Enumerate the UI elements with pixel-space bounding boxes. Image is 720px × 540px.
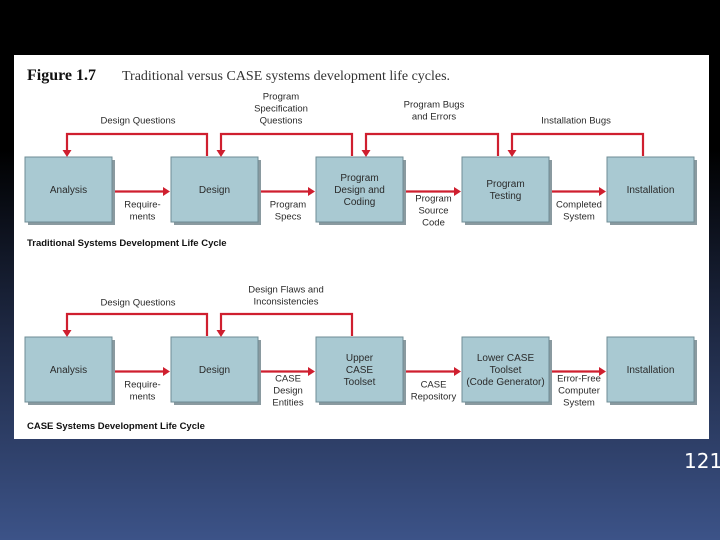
traditional-feedback-arrow xyxy=(219,132,354,156)
figure-number: Figure 1.7 xyxy=(27,67,96,84)
traditional-stage-box xyxy=(461,156,550,223)
case-stage-label: Design xyxy=(199,365,230,376)
traditional-forward-label: Require-ments xyxy=(124,200,160,223)
case-stage-box xyxy=(315,336,404,403)
case-forward-label: Require-ments xyxy=(124,380,160,403)
traditional-feedback-arrow xyxy=(65,132,209,156)
case-cycle-caption: CASE Systems Development Life Cycle xyxy=(27,421,205,432)
traditional-stage-box xyxy=(315,156,404,223)
traditional-feedback-arrowhead xyxy=(62,150,72,157)
case-stage-box xyxy=(461,336,550,403)
case-feedback-arrow xyxy=(65,312,209,336)
case-feedback-arrowhead xyxy=(62,330,72,337)
case-stage-box xyxy=(170,336,259,403)
traditional-feedback-arrowhead xyxy=(361,150,371,157)
traditional-cycle-caption: Traditional Systems Development Life Cyc… xyxy=(27,238,227,249)
traditional-stage-box xyxy=(606,156,695,223)
traditional-forward-arrowhead xyxy=(454,187,461,196)
figure-title: Traditional versus CASE systems developm… xyxy=(122,69,450,84)
traditional-stage-box xyxy=(24,156,113,223)
case-stage-box xyxy=(606,336,695,403)
case-forward-arrowhead xyxy=(599,367,606,376)
traditional-forward-arrowhead xyxy=(308,187,315,196)
traditional-feedback-arrow xyxy=(510,132,645,156)
case-feedback-arrowhead xyxy=(216,330,226,337)
sdlc-diagram: Figure 1.7 Traditional versus CASE system… xyxy=(24,67,697,432)
case-feedback-label: Design Questions xyxy=(101,298,176,309)
case-feedback-arrow xyxy=(219,312,354,336)
traditional-feedback-arrowhead xyxy=(216,150,226,157)
traditional-stage-label: Analysis xyxy=(50,185,87,196)
traditional-stage-box xyxy=(170,156,259,223)
slide-number: 121 xyxy=(684,449,720,473)
figure-panel: Figure 1.7 Traditional versus CASE system… xyxy=(14,55,709,439)
case-stage-label: Analysis xyxy=(50,365,87,376)
traditional-stage-label: Installation xyxy=(627,185,675,196)
case-stage-box xyxy=(24,336,113,403)
traditional-stage-label: Design xyxy=(199,185,230,196)
traditional-feedback-arrow xyxy=(364,132,500,156)
case-forward-arrowhead xyxy=(308,367,315,376)
case-forward-arrowhead xyxy=(454,367,461,376)
traditional-feedback-label: Installation Bugs xyxy=(541,116,611,127)
traditional-feedback-label: Design Questions xyxy=(101,116,176,127)
case-forward-arrowhead xyxy=(163,367,170,376)
traditional-forward-arrowhead xyxy=(599,187,606,196)
case-stage-label: Installation xyxy=(627,365,675,376)
traditional-forward-arrowhead xyxy=(163,187,170,196)
traditional-feedback-arrowhead xyxy=(507,150,517,157)
